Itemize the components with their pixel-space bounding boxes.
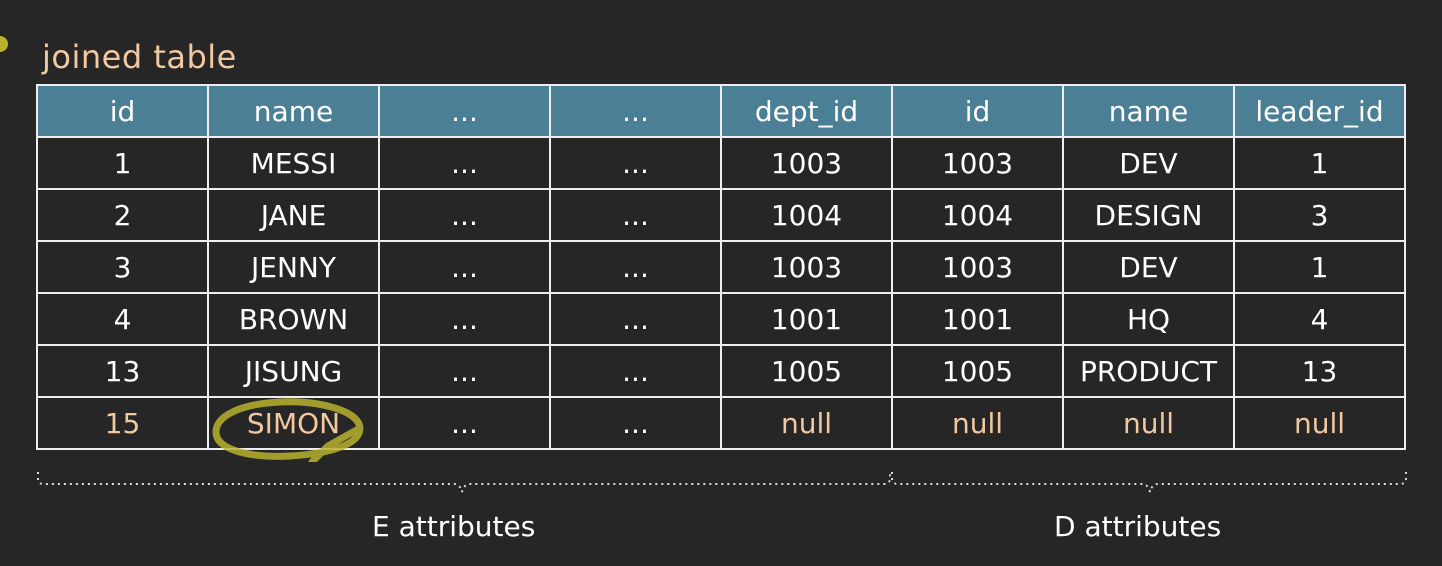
table-cell: JANE [207, 188, 380, 242]
table-cell: ... [549, 344, 722, 398]
table-cell: ... [378, 396, 551, 450]
table-cell: 1003 [720, 136, 893, 190]
table-cell: 1 [36, 136, 209, 190]
table-cell: 1003 [891, 240, 1064, 294]
header-cell: id [36, 84, 209, 138]
table-cell: ... [549, 188, 722, 242]
table-cell: 4 [36, 292, 209, 346]
table-cell: 1001 [720, 292, 893, 346]
table-cell: 1004 [720, 188, 893, 242]
table-cell: DEV [1062, 240, 1235, 294]
d-brace [891, 472, 1407, 493]
table-cell: MESSI [207, 136, 380, 190]
table-cell: 1003 [891, 136, 1064, 190]
table-cell: ... [549, 136, 722, 190]
table-cell: 3 [36, 240, 209, 294]
table-cell: ... [378, 292, 551, 346]
table-title: joined table [42, 38, 237, 76]
header-cell: name [207, 84, 380, 138]
table-cell: null [1062, 396, 1235, 450]
table-cell: 13 [1233, 344, 1406, 398]
table-cell: ... [378, 136, 551, 190]
table-cell: null [891, 396, 1064, 450]
table-cell: BROWN [207, 292, 380, 346]
table-cell: 1 [1233, 240, 1406, 294]
table-cell: ... [378, 240, 551, 294]
table-cell: 3 [1233, 188, 1406, 242]
table-cell: ... [549, 396, 722, 450]
table-row: 3 JENNY ... ... 1003 1003 DEV 1 [36, 240, 1406, 294]
table-cell: HQ [1062, 292, 1235, 346]
table-cell: ... [378, 188, 551, 242]
table-cell: PRODUCT [1062, 344, 1235, 398]
table-row: 2 JANE ... ... 1004 1004 DESIGN 3 [36, 188, 1406, 242]
table-cell: JISUNG [207, 344, 380, 398]
table-cell: null [1233, 396, 1406, 450]
table-cell: SIMON [207, 396, 380, 450]
header-cell: leader_id [1233, 84, 1406, 138]
table-cell: 1005 [891, 344, 1064, 398]
header-cell: dept_id [720, 84, 893, 138]
table-cell: 2 [36, 188, 209, 242]
attribute-braces [37, 472, 1407, 493]
table-cell: DEV [1062, 136, 1235, 190]
d-attributes-label: D attributes [1054, 510, 1222, 543]
header-cell: ... [378, 84, 551, 138]
e-attributes-label: E attributes [372, 510, 536, 543]
table-cell: 1 [1233, 136, 1406, 190]
joined-table: id name ... ... dept_id id name leader_i… [36, 84, 1406, 450]
table-cell: 1005 [720, 344, 893, 398]
annotation-dot [0, 36, 8, 52]
table-row: 1 MESSI ... ... 1003 1003 DEV 1 [36, 136, 1406, 190]
table-row: 4 BROWN ... ... 1001 1001 HQ 4 [36, 292, 1406, 346]
table-cell: ... [378, 344, 551, 398]
table-cell: 15 [36, 396, 209, 450]
table-cell: null [720, 396, 893, 450]
header-cell: name [1062, 84, 1235, 138]
table-cell: 13 [36, 344, 209, 398]
table-cell: 1003 [720, 240, 893, 294]
header-cell: id [891, 84, 1064, 138]
table-cell: 4 [1233, 292, 1406, 346]
header-row: id name ... ... dept_id id name leader_i… [36, 84, 1406, 138]
table-cell: ... [549, 292, 722, 346]
header-cell: ... [549, 84, 722, 138]
table-row: 13 JISUNG ... ... 1005 1005 PRODUCT 13 [36, 344, 1406, 398]
table-cell: 1001 [891, 292, 1064, 346]
table-cell: 1004 [891, 188, 1064, 242]
e-brace [37, 472, 891, 493]
table-row-highlighted: 15 SIMON ... ... null null null null [36, 396, 1406, 450]
table-cell: DESIGN [1062, 188, 1235, 242]
table-cell: JENNY [207, 240, 380, 294]
table-cell: ... [549, 240, 722, 294]
